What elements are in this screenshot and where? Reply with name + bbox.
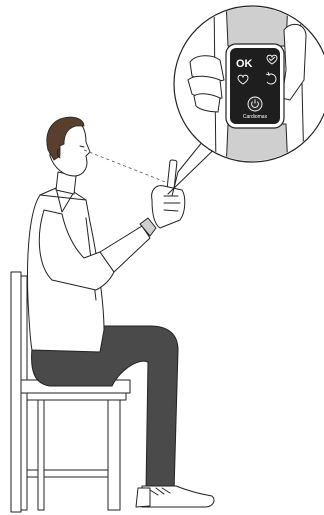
button-label: Cardiomax <box>243 114 268 120</box>
line-of-sight <box>84 150 168 183</box>
magnified-callout: OK Cardiomax <box>174 0 324 170</box>
arm <box>39 210 156 290</box>
head <box>47 117 90 176</box>
shoes <box>136 486 214 507</box>
power-button[interactable] <box>248 97 262 111</box>
status-text: OK <box>236 58 253 70</box>
